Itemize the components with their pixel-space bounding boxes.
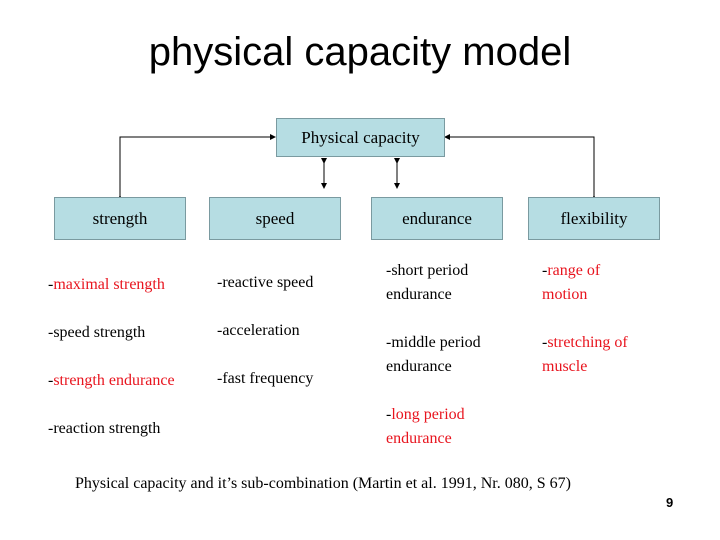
flexibility-list: -range of motion -stretching of muscle: [542, 259, 628, 403]
list-item: -speed strength: [48, 324, 146, 341]
list-item: -maximal strength: [48, 276, 165, 293]
strength-list: -maximal strength -speed strength -stren…: [48, 273, 175, 465]
box-strength: strength: [54, 197, 186, 240]
list-item: -middle period endurance: [386, 334, 481, 375]
box-label: flexibility: [560, 208, 628, 228]
speed-list: -reactive speed -acceleration -fast freq…: [217, 271, 313, 415]
box-speed: speed: [209, 197, 341, 240]
list-item: -range of motion: [542, 262, 601, 303]
box-flexibility: flexibility: [528, 197, 660, 240]
figure-caption: Physical capacity and it’s sub-combinati…: [75, 475, 571, 492]
list-item: -reactive speed: [217, 274, 314, 291]
list-item: -acceleration: [217, 322, 300, 339]
box-endurance: endurance: [371, 197, 503, 240]
list-item: -strength endurance: [48, 372, 175, 389]
box-label: speed: [255, 208, 295, 228]
endurance-list: -short period endurance -middle period e…: [386, 259, 481, 475]
slide-title: physical capacity model: [148, 30, 572, 74]
list-item: -long period endurance: [386, 406, 465, 447]
root-box-physical-capacity: Physical capacity: [276, 118, 445, 157]
list-item: -reaction strength: [48, 420, 161, 437]
box-label: strength: [92, 208, 148, 228]
root-label: Physical capacity: [301, 127, 420, 147]
list-item: -stretching of muscle: [542, 334, 628, 375]
list-item: -fast frequency: [217, 370, 314, 387]
list-item: -short period endurance: [386, 262, 469, 303]
box-label: endurance: [402, 208, 472, 228]
page-number: 9: [666, 495, 674, 510]
